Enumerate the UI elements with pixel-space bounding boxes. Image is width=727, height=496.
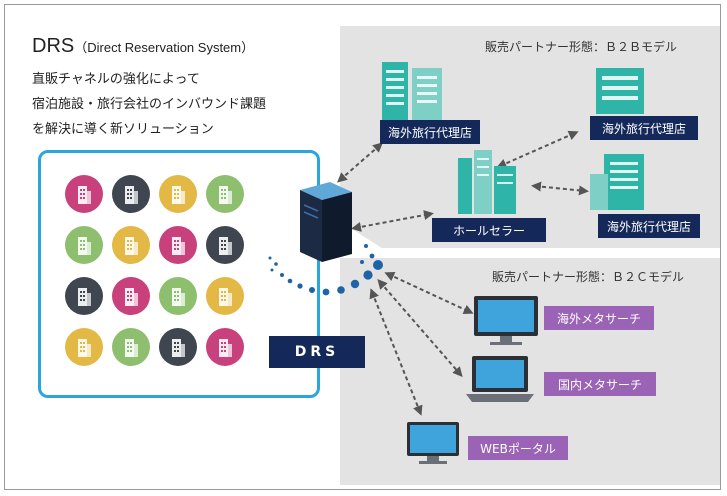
arrow-server-webportal [369,288,423,416]
channel-label-webportal: WEBポータル [468,436,568,460]
hotel-icon [159,175,197,213]
channel-label-meta-overseas: 海外メタサーチ [544,306,654,330]
hotel-icon [112,175,150,213]
hotel-icon [206,226,244,264]
description-line-2: 宿泊施設・旅行会社のインバウンド課題 [32,97,267,112]
hotel-icon [112,277,150,315]
agency-building-icon-3 [590,154,644,210]
hotel-icon [206,175,244,213]
b2b-title: 販売パートナー形態：Ｂ２Ｂモデル [485,40,678,54]
agency-building-icon-2 [596,68,644,114]
hotel-icon [65,226,103,264]
title-sub: （Direct Reservation System） [74,40,255,55]
agency-label-2: 海外旅行代理店 [590,116,698,140]
wholesaler-building-icon [458,150,516,214]
network-dots [268,244,383,296]
hotel-icon [206,277,244,315]
wholesaler-label: ホールセラー [432,218,546,242]
hotel-icon [159,277,197,315]
agency-building-icon-1 [382,62,442,120]
laptop-icon-domestic [466,356,534,402]
hotel-icon [206,328,244,366]
agency-label-3: 海外旅行代理店 [598,214,700,238]
arrow-wholesaler-agency-3 [531,181,589,196]
arrow-server-meta-domestic [377,278,463,378]
diagram-title: DRS（Direct Reservation System） [32,35,254,58]
b2c-title: 販売パートナー形態：Ｂ２Ｃモデル [492,270,685,284]
hotel-icon [112,226,150,264]
hotel-icon [159,328,197,366]
hotel-icon [65,175,103,213]
channel-label-meta-domestic: 国内メタサーチ [544,372,656,396]
description-line-1: 直販チャネルの強化によって [32,72,200,87]
arrow-server-wholesaler [351,210,434,232]
hotel-icon [159,226,197,264]
description-line-3: を解決に導く新ソリューション [32,122,214,137]
monitor-icon-overseas [474,296,538,345]
hotel-icon [65,277,103,315]
monitor-icon-webportal [407,422,459,464]
drs-label: DRS [269,336,365,368]
title-main: DRS [32,35,75,57]
hotel-icon [65,328,103,366]
arrow-server-agency-1 [336,142,384,183]
agency-label-1: 海外旅行代理店 [380,120,480,144]
server-icon [300,182,352,262]
hotel-icon [112,328,150,366]
